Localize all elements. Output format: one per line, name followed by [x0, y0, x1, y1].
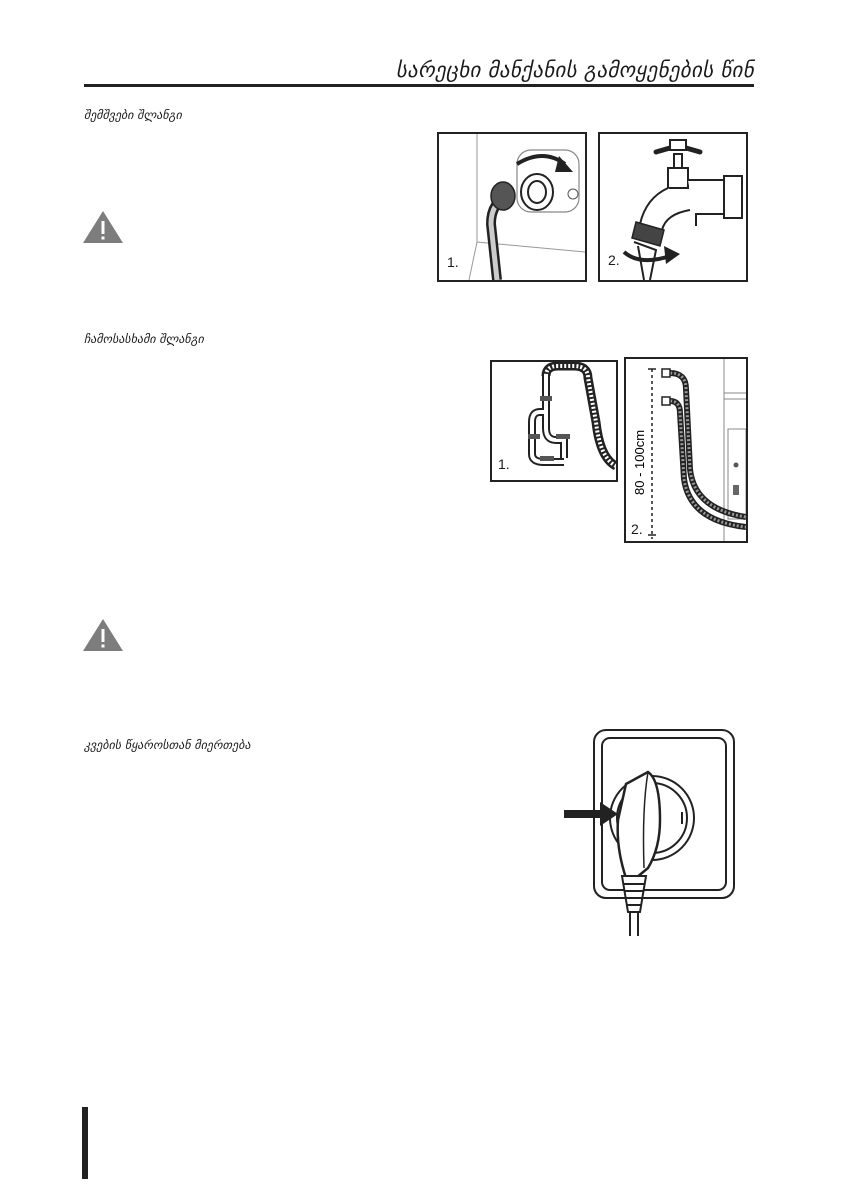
- drain-hose-figure-1: 1.: [490, 360, 618, 482]
- drain-hose-figure-2: 80 - 100cm 2.: [624, 357, 748, 543]
- step-label: 2.: [608, 252, 620, 268]
- step-label: 1.: [498, 456, 510, 472]
- inlet-hose-figure-1: 1.: [437, 132, 587, 282]
- inlet-hose-figure-2: 2.: [598, 132, 748, 282]
- drain-height-label: 80 - 100cm: [632, 430, 647, 495]
- power-plug-figure: [556, 728, 736, 938]
- header-title: სარეცხი მანქანის გამოყენების წინ: [395, 58, 754, 82]
- drain-hose-heading: ჩამოსასხამი შლანგი: [84, 332, 204, 346]
- inlet-hose-heading: შემშვები შლანგი: [84, 108, 182, 122]
- warning-icon: [83, 619, 123, 651]
- warning-icon: [83, 211, 123, 243]
- footer-bar: [82, 1107, 88, 1179]
- power-connection-heading: კვების წყაროსთან მიერთება: [84, 738, 251, 752]
- step-label: 1.: [447, 254, 459, 270]
- step-label: 2.: [631, 521, 643, 537]
- header-rule: [84, 84, 754, 87]
